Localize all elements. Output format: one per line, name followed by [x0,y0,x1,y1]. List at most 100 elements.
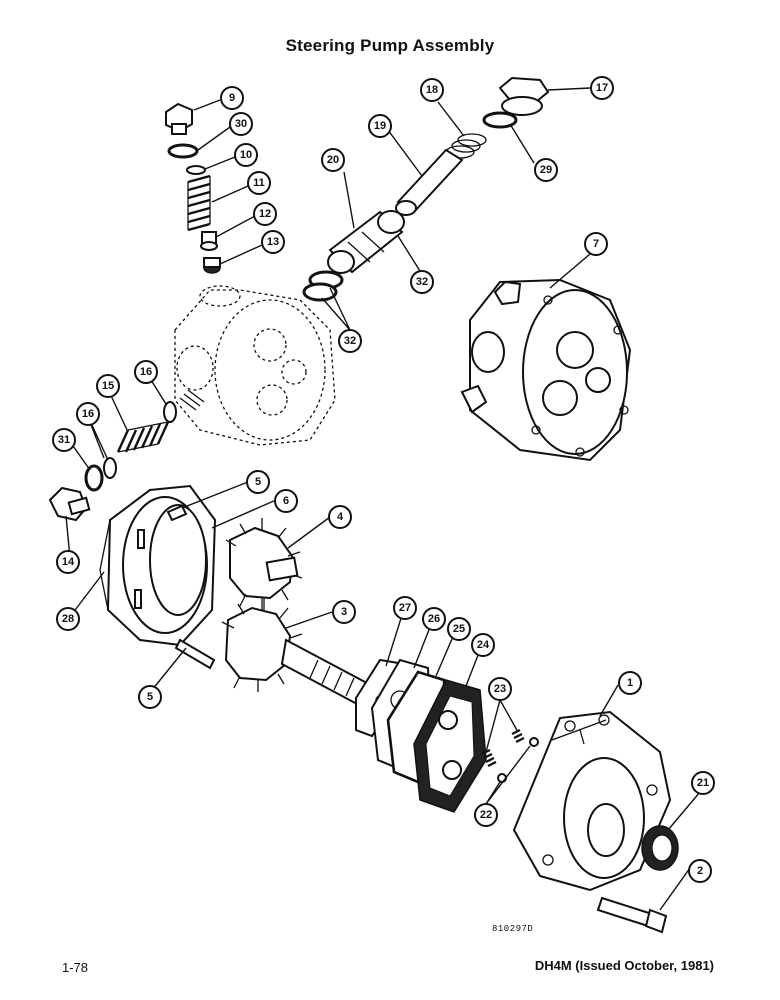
o-ring-31-part [84,464,104,492]
driven-gear-3-part [221,598,382,714]
spool-19-part [395,148,464,216]
callout-22: 22 [474,803,498,827]
o-ring-29-part [482,111,518,129]
reference-body-dashed [174,285,336,446]
svg-text:10: 10 [240,149,252,161]
callout-1: 1 [618,671,642,695]
svg-text:2: 2 [697,865,703,877]
svg-text:11: 11 [253,177,265,189]
o-ring-30-part [167,143,199,159]
callout-9: 9 [220,86,244,110]
svg-text:6: 6 [283,495,289,507]
svg-text:22: 22 [480,809,492,821]
svg-text:3: 3 [341,606,347,618]
callout-16: 16 [76,402,100,426]
svg-text:9: 9 [229,92,235,104]
callout-4: 4 [328,505,352,529]
callout-18: 18 [420,78,444,102]
svg-text:5: 5 [255,476,261,488]
callout-20: 20 [321,148,345,172]
callout-13: 13 [261,230,285,254]
callout-16: 16 [134,360,158,384]
svg-text:24: 24 [477,639,490,651]
spring-15-part [116,421,170,453]
relief-plug-part [165,102,193,135]
callout-25: 25 [447,617,471,641]
o-ring-16a-part [163,401,177,423]
callout-21: 21 [691,771,715,795]
svg-text:32: 32 [416,276,428,288]
svg-text:19: 19 [374,120,386,132]
spring-23b-part [511,729,525,743]
callout-28: 28 [56,607,80,631]
svg-text:13: 13 [267,236,279,248]
callout-32: 32 [338,329,362,353]
svg-text:30: 30 [235,118,247,130]
drive-gear-4-part [225,518,303,610]
check-ball-22a-part [497,773,507,783]
gear-plate-28-part [99,484,217,647]
o-ring-32b-part [302,282,338,302]
svg-text:4: 4 [337,511,344,523]
svg-text:12: 12 [259,208,271,220]
svg-text:14: 14 [62,556,75,568]
callout-23: 23 [488,677,512,701]
svg-text:25: 25 [453,623,465,635]
poppet-12-part [200,231,218,251]
svg-text:32: 32 [344,335,356,347]
shaft-seal-21-part [641,825,679,871]
svg-text:17: 17 [596,82,608,94]
svg-text:18: 18 [426,84,438,96]
callout-14: 14 [56,550,80,574]
svg-text:27: 27 [399,602,411,614]
callout-2: 2 [688,859,712,883]
seal-24-part [413,679,487,813]
callout-17: 17 [590,76,614,100]
callout-10: 10 [234,143,258,167]
plug-14-part [48,486,91,522]
callout-6: 6 [274,489,298,513]
svg-text:29: 29 [540,164,552,176]
svg-text:23: 23 [494,683,506,695]
callout-26: 26 [422,607,446,631]
svg-text:7: 7 [593,238,599,250]
bolt-2-part [596,896,668,934]
o-ring-16b-part [103,457,117,479]
callout-5: 5 [138,685,162,709]
callout-11: 11 [247,171,271,195]
callout-29: 29 [534,158,558,182]
callout-31: 31 [52,428,76,452]
svg-text:28: 28 [62,613,74,625]
page-title: Steering Pump Assembly [285,36,495,55]
callout-5: 5 [246,470,270,494]
housing-7-part [460,278,632,462]
drawing-number: 810297D [492,924,534,934]
svg-text:5: 5 [147,691,153,703]
footer-issue-text: DH4M (Issued October, 1981) [534,958,714,973]
callout-7: 7 [584,232,608,256]
dowel-pin-5a-part [166,504,188,522]
flow-control-spool-20-part [327,210,405,274]
dowel-pin-5b-part [174,638,216,670]
page-number: 1-78 [62,960,89,975]
svg-text:26: 26 [428,613,440,625]
svg-text:16: 16 [140,366,152,378]
callout-32: 32 [410,270,434,294]
cover-1-part [512,710,672,892]
spring-11-part [187,174,211,232]
svg-text:21: 21 [697,777,709,789]
svg-text:20: 20 [327,154,339,166]
callout-12: 12 [253,202,277,226]
callout-30: 30 [229,112,253,136]
check-ball-22b-part [529,737,539,747]
plug-17-part [498,76,550,116]
callout-3: 3 [332,600,356,624]
svg-text:16: 16 [82,408,94,420]
seat-13-part [203,257,221,274]
svg-text:1: 1 [627,677,633,689]
washer-10-part [186,165,206,175]
callout-27: 27 [393,596,417,620]
svg-text:15: 15 [102,380,114,392]
callout-19: 19 [368,114,392,138]
